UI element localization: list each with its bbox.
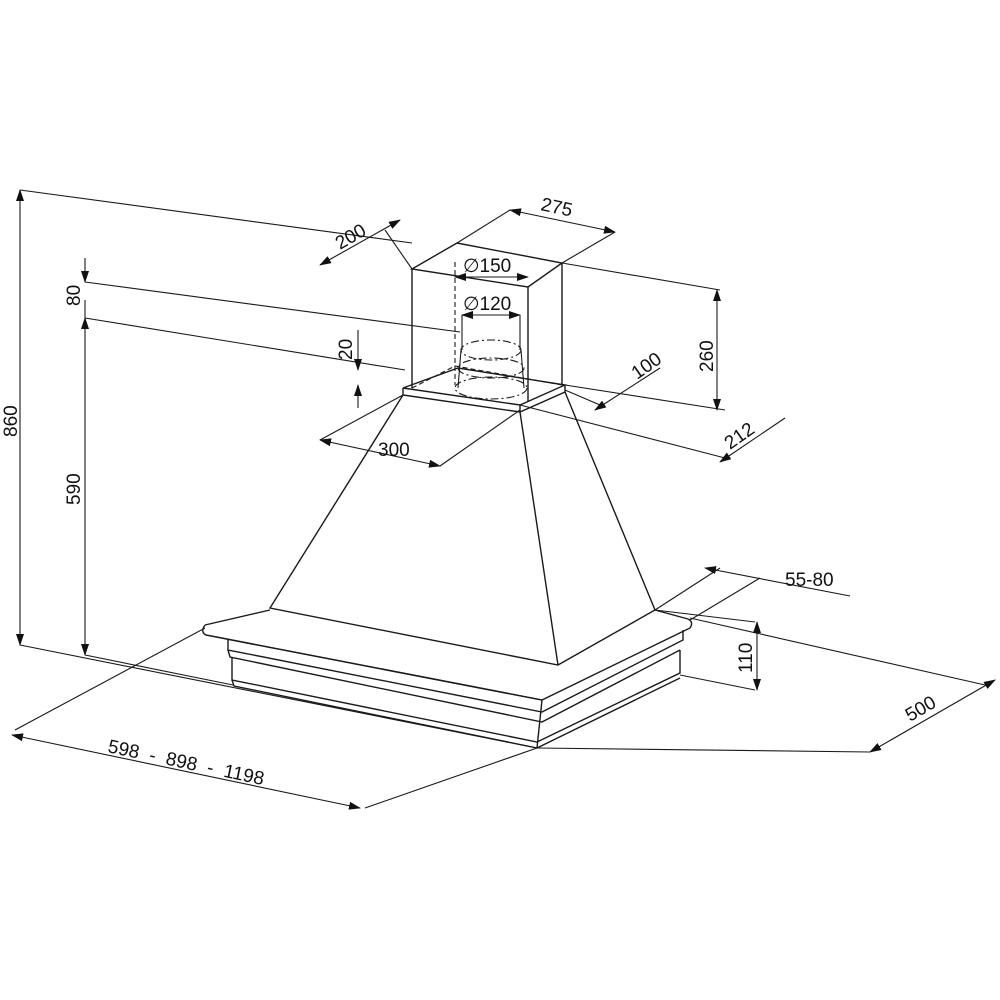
- dim-wall-gap: 100: [628, 349, 666, 384]
- dim-plate-height: 20: [336, 339, 357, 360]
- dim-chimney-offset: 80: [64, 285, 85, 306]
- dim-hood-height: 590: [64, 473, 85, 505]
- dim-outlet-inner: ∅120: [463, 294, 511, 315]
- dim-base-height: 110: [736, 643, 757, 673]
- dim-outlet-outer: ∅150: [463, 256, 511, 277]
- dim-hood-widths: 598 - 898 - 1198: [106, 736, 266, 790]
- hood-base: [202, 609, 693, 749]
- hood-body: [268, 391, 656, 666]
- dim-top-width: 300: [378, 440, 410, 461]
- dim-hood-depth: 500: [902, 692, 940, 726]
- dim-chimney-depth: 200: [332, 220, 370, 254]
- dim-cornice-overhang: 55-80: [785, 570, 834, 591]
- dimension-lines: [11, 189, 996, 810]
- outlet-collar: [454, 339, 528, 400]
- top-plate: [402, 367, 568, 413]
- dim-plate-depth: 212: [721, 419, 759, 454]
- dim-chimney-height: 260: [697, 340, 718, 372]
- extension-lines: [14, 189, 986, 809]
- dim-total-height: 860: [1, 405, 22, 437]
